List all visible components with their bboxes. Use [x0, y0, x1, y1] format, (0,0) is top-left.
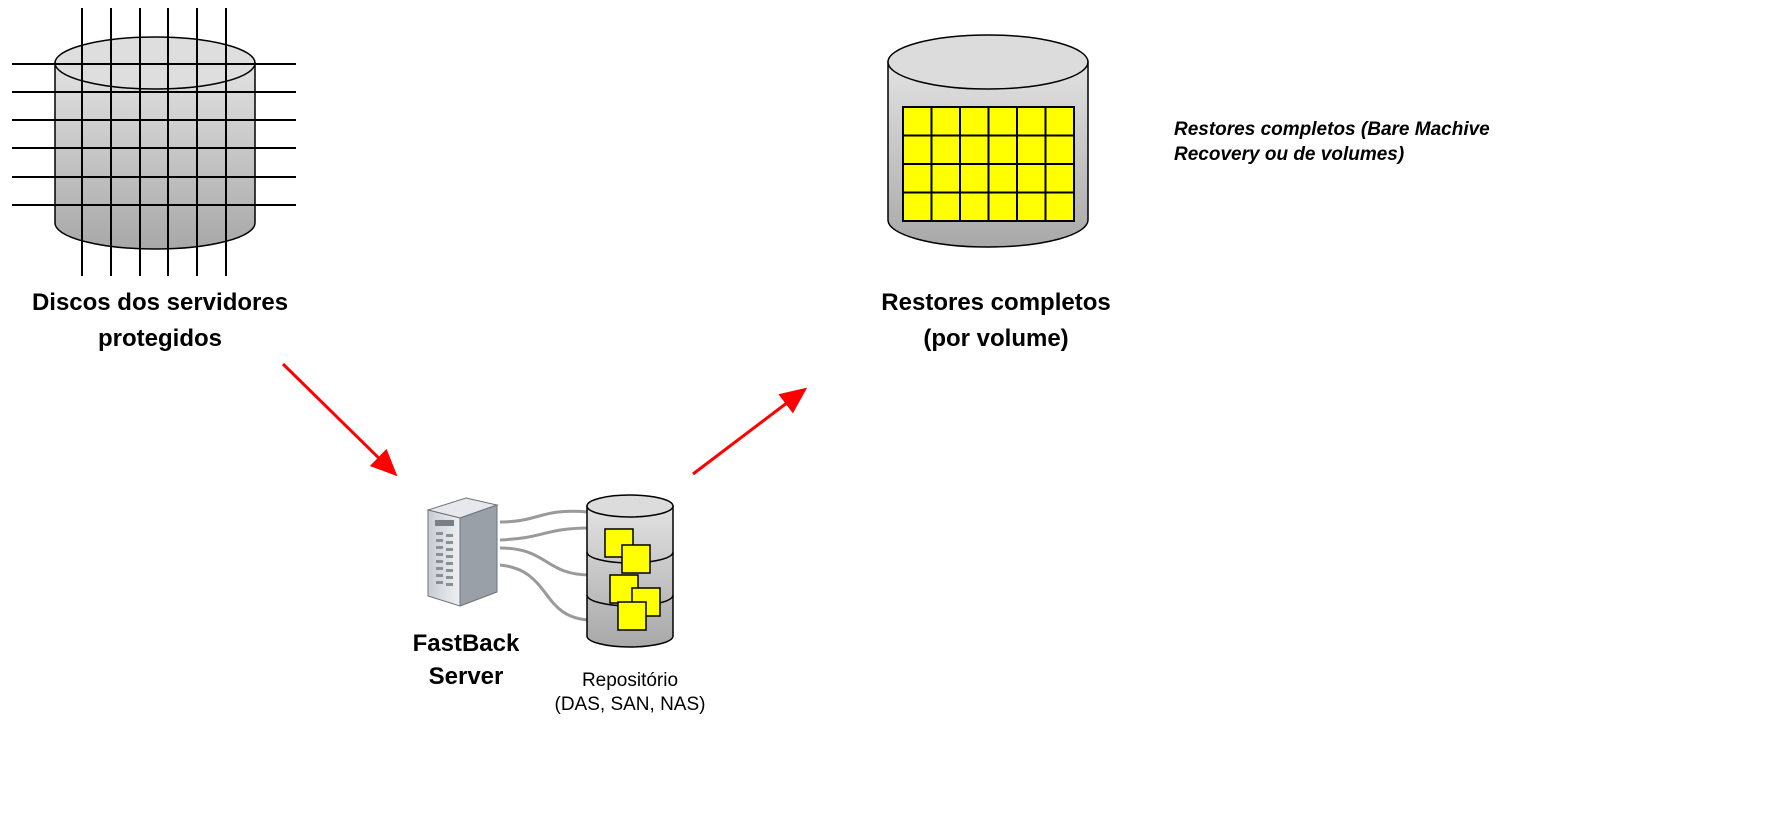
storage-stack-icon: [586, 494, 674, 648]
disk-cylinder-volume-icon: [887, 34, 1089, 248]
arrow-to-restores: [692, 387, 808, 476]
protected-disks-label-line-1: Discos dos servidores: [31, 289, 289, 316]
full-restores-note: Restores completos (Bare Machive Recover…: [1174, 117, 1569, 167]
fastback-server-label-line-1: FastBack: [412, 630, 520, 657]
full-restores-label: Restores completos (por volume): [846, 285, 1146, 357]
fastback-server-label: FastBack Server: [396, 627, 536, 693]
full-restores-label-line-1: Restores completos: [881, 289, 1111, 316]
repository-label-line-1: Repositório: [581, 670, 679, 691]
repository-label-line-2: (DAS, SAN, NAS): [554, 694, 706, 715]
fastback-server-label-line-2: Server: [428, 663, 504, 690]
full-restores-note-line-2: Recovery ou de volumes): [1174, 144, 1405, 165]
cable-connections: [499, 509, 591, 622]
arrow-to-server: [281, 362, 398, 477]
protected-disks-label-line-2: protegidos: [98, 325, 222, 352]
repository-label: Repositório (DAS, SAN, NAS): [530, 669, 730, 717]
full-restores-note-line-1: Restores completos (Bare Machive: [1174, 119, 1490, 140]
disk-cylinder-grid-icon: [12, 8, 296, 276]
protected-disks-label: Discos dos servidores protegidos: [0, 285, 320, 357]
server-tower-icon: [426, 497, 499, 607]
full-restores-label-line-2: (por volume): [923, 325, 1069, 352]
